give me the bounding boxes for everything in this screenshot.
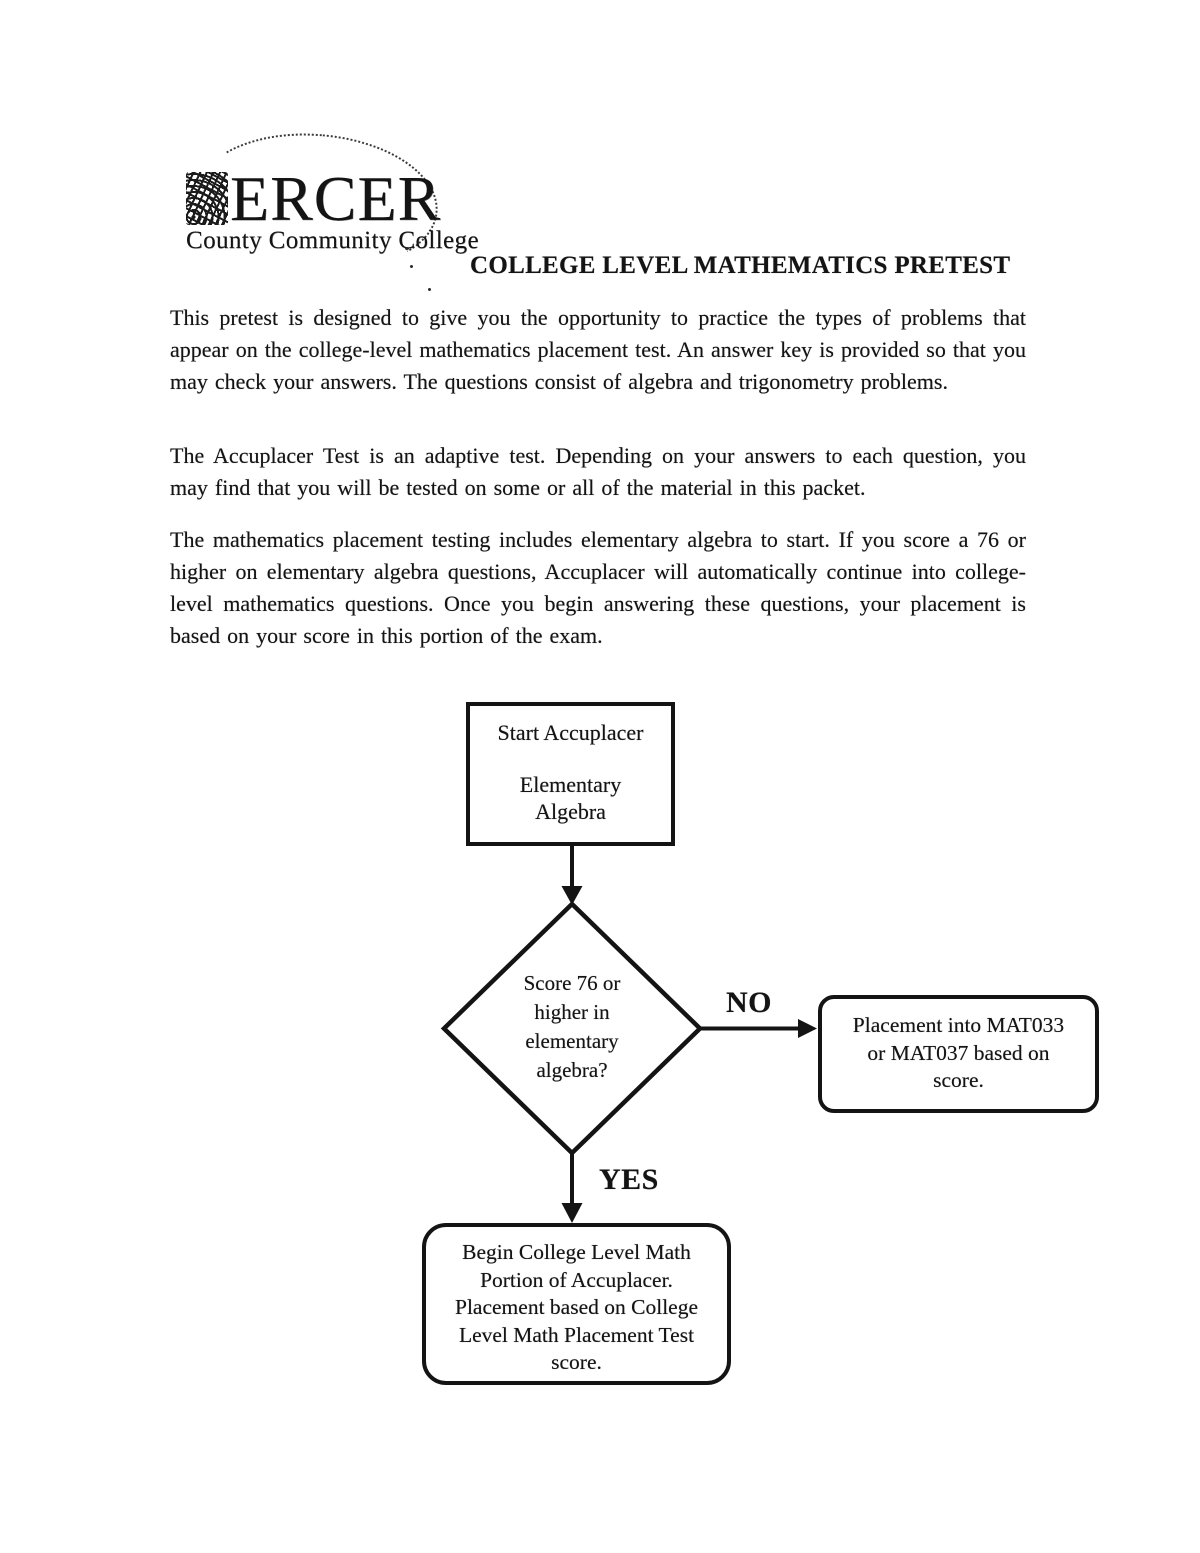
flow-yes-result-line: score. [551, 1350, 602, 1374]
paragraph-accuplacer-adaptive: The Accuplacer Test is an adaptive test.… [170, 443, 1026, 500]
flow-yes-result-box: Begin College Level Math Portion of Accu… [422, 1223, 731, 1385]
flow-no-label: NO [726, 986, 772, 1019]
flow-no-result-line: Placement into MAT033 [852, 1013, 1065, 1037]
page-title: COLLEGE LEVEL MATHEMATICS PRETEST [470, 252, 1011, 279]
flow-yes-result-line: Placement based on College [455, 1295, 698, 1319]
logo-subtitle: County Community College [186, 227, 479, 254]
flow-yes-label: YES [599, 1163, 659, 1196]
flow-no-result-line: or MAT037 based on [867, 1040, 1050, 1065]
flow-start-spacer [470, 746, 671, 771]
flow-decision-line: elementary [525, 1029, 619, 1053]
connector-arrow-start-to-decision [561, 846, 583, 905]
paragraph-pretest-intro: This pretest is designed to give you the… [170, 305, 1026, 394]
college-logo: ERCER [186, 163, 442, 234]
scan-speck [405, 247, 409, 250]
flow-yes-result-line: Level Math Placement Test [458, 1322, 695, 1347]
scan-speck [428, 288, 431, 291]
flow-yes-result-line: Begin College Level Math [462, 1240, 691, 1264]
flow-start-line: Elementary [519, 772, 622, 797]
connector-arrow-yes [561, 1154, 583, 1223]
flow-decision-line: higher in [534, 1000, 610, 1024]
flow-yes-result-line: Portion of Accuplacer. [480, 1267, 673, 1292]
flow-start-line: Start Accuplacer [497, 720, 644, 745]
paragraph-placement-testing: The mathematics placement testing includ… [170, 527, 1026, 648]
flow-start-line: Algebra [535, 799, 606, 824]
flow-no-result-line: score. [933, 1068, 984, 1092]
flow-decision-line: algebra? [536, 1058, 608, 1082]
flow-no-result-box: Placement into MAT033 or MAT037 based on… [818, 995, 1099, 1113]
logo-m-icon [186, 172, 228, 225]
flow-decision-line: Score 76 or [523, 971, 621, 995]
flow-decision-text: Score 76 or higher in elementary algebra… [484, 969, 660, 1085]
flowchart-connectors [440, 846, 817, 1223]
flow-start-box: Start Accuplacer Elementary Algebra [466, 702, 675, 846]
decision-diamond-shape [440, 900, 704, 1157]
logo-wordmark: ERCER [230, 163, 442, 234]
scan-speck [410, 265, 413, 268]
connector-arrow-no [701, 1019, 817, 1038]
